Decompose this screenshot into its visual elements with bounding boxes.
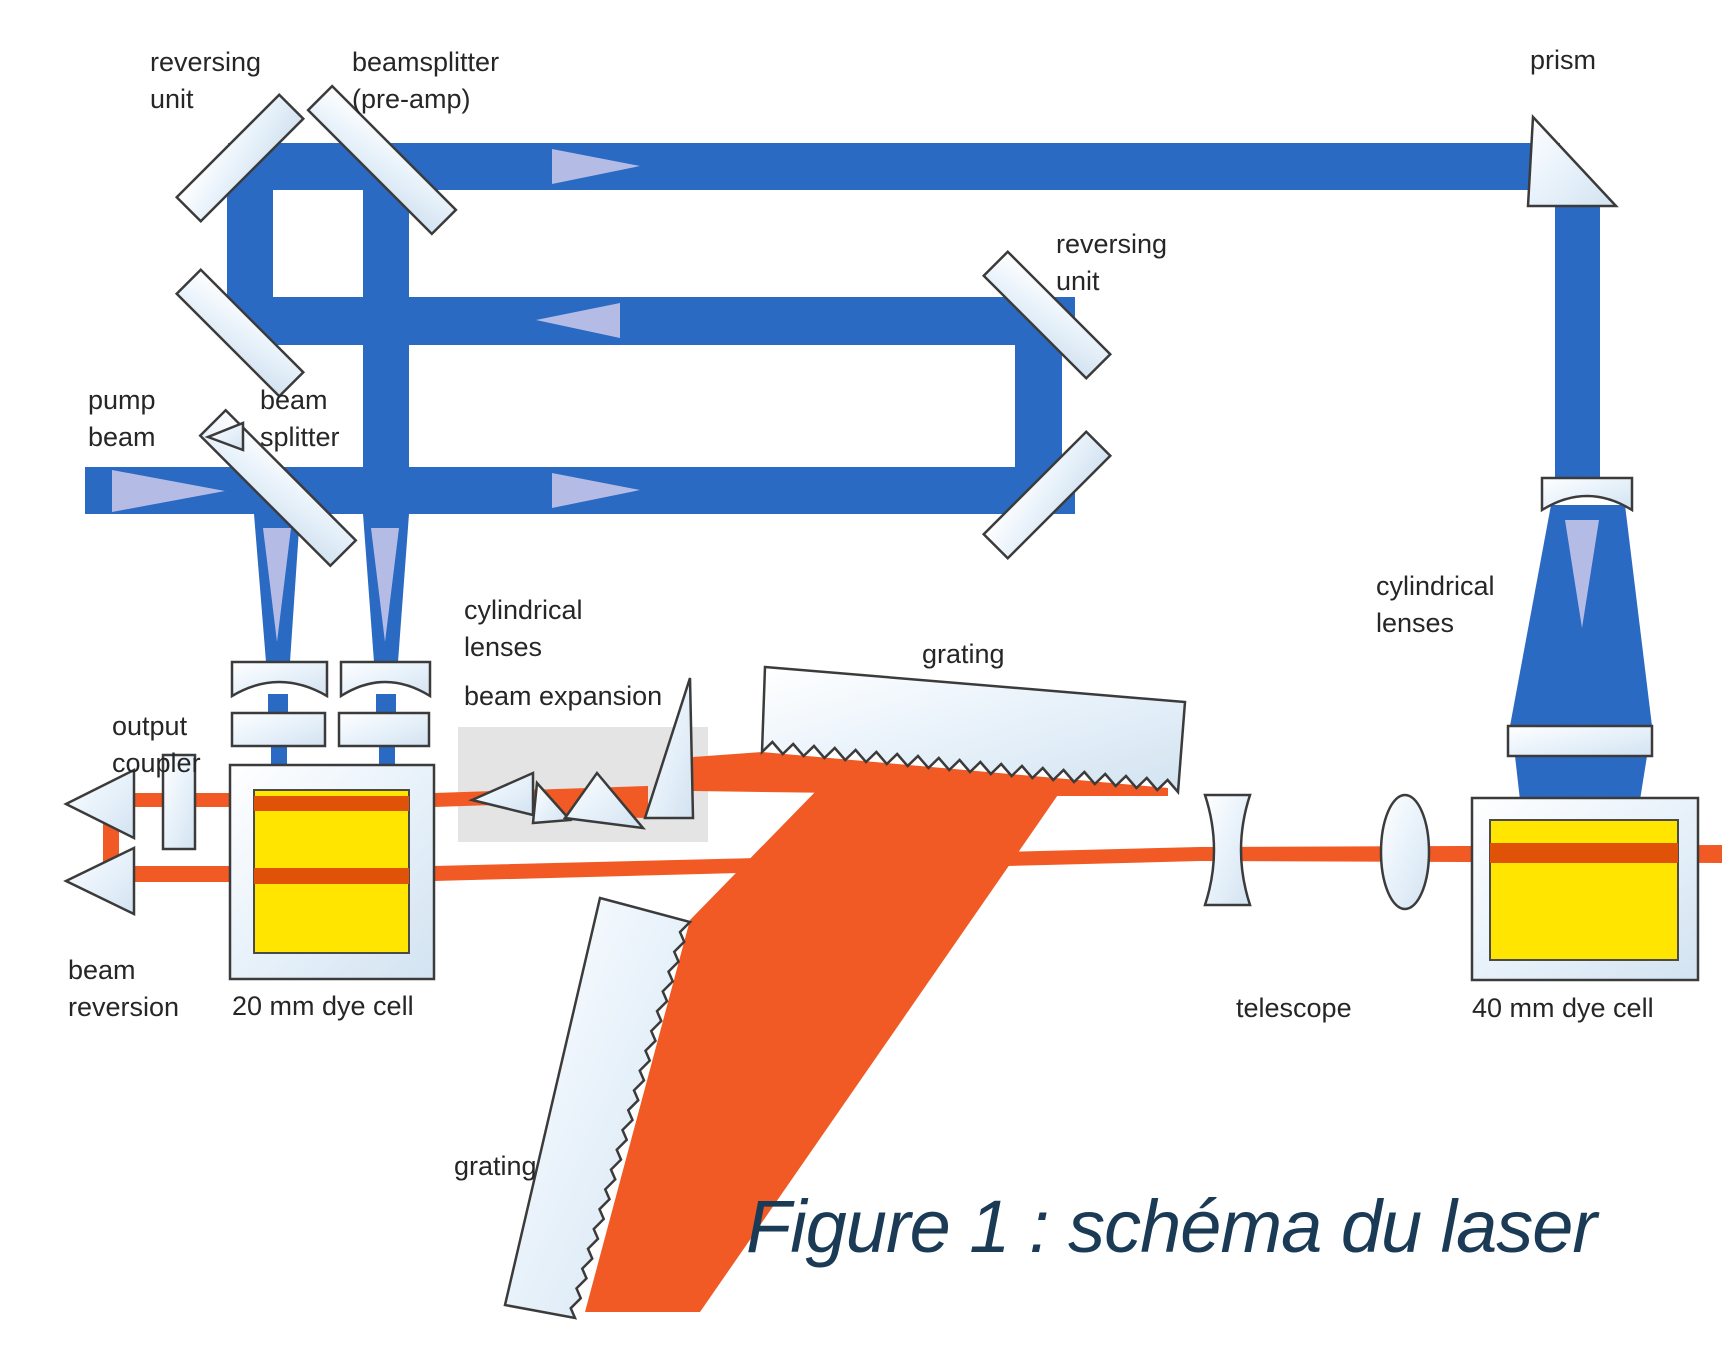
dye-cell-40mm [1470,796,1700,982]
cylindrical-lens-right [1540,476,1634,513]
grating-lower [503,896,693,1320]
beam-direction-arrows [112,149,1599,642]
beam-stub-left-a [268,694,288,714]
telescope-convex-lens [1379,793,1431,911]
beam-splitter-pointer-icon [204,421,245,452]
beam-stub-right-a [376,694,396,714]
expansion-prism-3-icon [562,770,647,830]
label-cylindrical-lenses-left: cylindrical lenses [464,595,583,662]
arrow-down-right-column-icon [371,528,399,642]
label-telescope: telescope [1236,993,1352,1023]
mirror-reversing-right-top [981,249,1113,381]
label-beam-splitter: beam splitter [260,385,340,452]
pump-beam-paths [85,143,1652,800]
mirror-reversing-right-bottom [981,429,1113,561]
arrow-down-left-column-icon [263,528,291,642]
arrow-down-right-cone-icon [1565,520,1599,628]
label-dye-cell-20mm: 20 mm dye cell [232,991,414,1021]
beam-cone-right-lower [1515,756,1647,800]
dye-beam-to-grating [693,752,1168,796]
dye-cell-20mm-beam-upper [254,796,409,811]
arrow-pump-entry-icon [112,470,225,512]
prism-top-right [1526,114,1619,208]
beam-middle-horizontal [250,297,1075,345]
label-grating-top: grating [922,639,1005,669]
window-right [1506,724,1654,758]
reversion-prism-upper [63,767,136,841]
dye-cell-40mm-beam [1490,843,1678,863]
window-left-1 [230,711,327,748]
mirrors [174,84,1619,568]
cylindrical-lens-left-2 [339,660,432,699]
label-pump-beam: pump beam [88,385,156,452]
label-beam-reversion: beam reversion [68,955,180,1022]
output-coupler-plate [161,753,197,851]
label-output-coupler: output coupler [112,711,201,778]
expansion-prism-4-icon [643,677,695,820]
label-prism: prism [1530,45,1596,75]
arrow-left-middle-icon [536,303,620,338]
lenses-and-windows [161,476,1654,911]
window-left-2 [337,711,431,748]
figure-caption: Figure 1 : schéma du laser [746,1185,1597,1268]
reversion-prism-lower [63,846,136,916]
telescope-concave-lens [1203,793,1252,907]
label-beamsplitter-preamp: beamsplitter (pre-amp) [352,47,500,114]
dye-cell-20mm-beam-lower [254,868,409,884]
arrow-right-pump-icon [552,473,640,508]
dye-cell-20mm [228,763,436,981]
mirror-beamsplitter-preamp [306,84,458,236]
expansion-prism-1-icon [468,771,535,817]
label-cylindrical-lenses-right: cylindrical lenses [1376,571,1495,638]
beam-right-column [1555,200,1600,485]
beam-stub-left-b [271,746,287,767]
beam-reversion-prisms [63,767,136,916]
beam-stub-right-b [379,746,395,767]
label-reversing-unit-left: reversing unit [150,47,262,114]
label-dye-cell-40mm: 40 mm dye cell [1472,993,1654,1023]
label-grating-lower: grating [454,1151,537,1181]
grating-top [760,665,1187,796]
arrow-right-top-icon [552,149,640,184]
dye-cell-40mm-volume [1489,819,1679,961]
mirror-reversing-unit-left [174,92,306,224]
cylindrical-lens-left-1 [230,660,329,699]
beam-top-horizontal [228,143,1560,190]
beam-vertical-left-2 [363,185,409,514]
mirror-loop-lower-left [174,267,306,399]
label-reversing-unit-right: reversing unit [1056,229,1168,296]
dye-beam-diffracted-wide [585,789,1062,1312]
expansion-prism-2-icon [531,780,573,825]
beam-expansion-prisms [468,677,695,830]
label-beam-expansion: beam expansion [464,681,663,711]
